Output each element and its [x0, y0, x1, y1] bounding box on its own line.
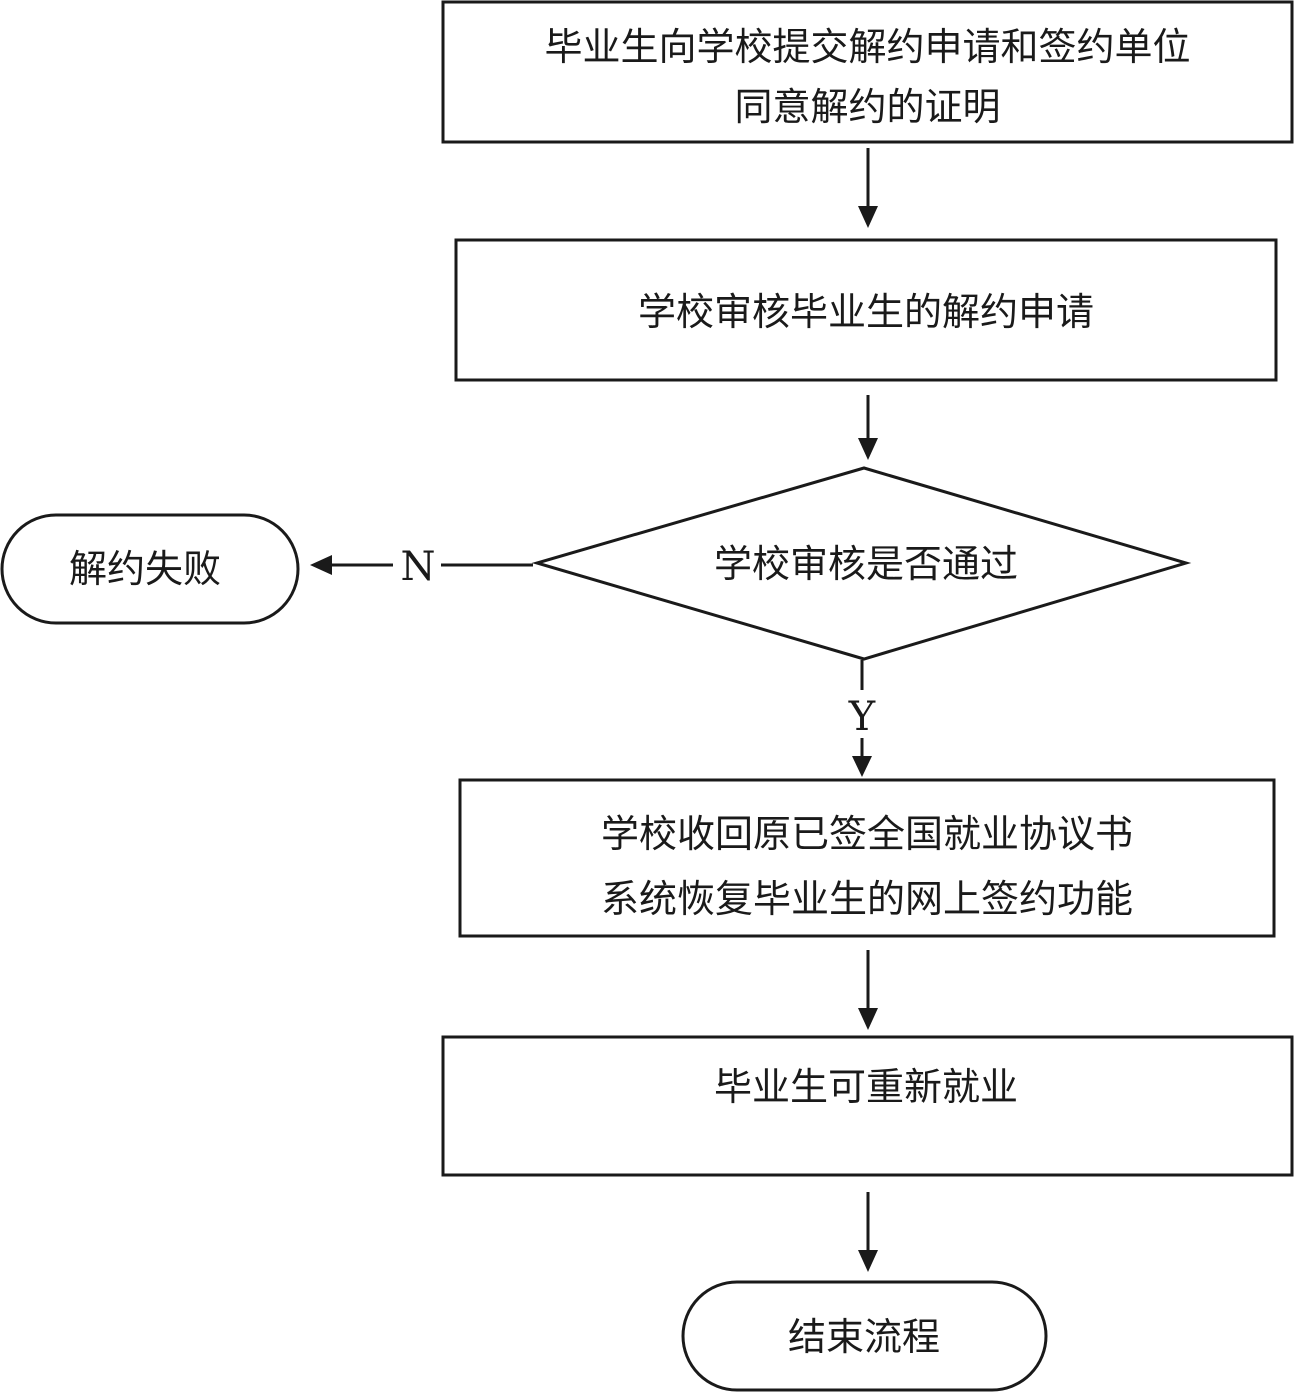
node-submit: 毕业生向学校提交解约申请和签约单位 同意解约的证明	[441, 0, 1294, 144]
edge-submit-to-review	[858, 148, 878, 228]
edge-decision-no: N	[310, 544, 533, 590]
node-fail-label: 解约失败	[69, 547, 221, 591]
edge-decision-yes: Y	[848, 660, 876, 777]
node-decision-label: 学校审核是否通过	[714, 542, 1018, 586]
node-submit-line-2: 同意解约的证明	[734, 85, 1000, 129]
node-decision: 学校审核是否通过	[531, 466, 1192, 661]
node-reemploy: 毕业生可重新就业	[441, 1035, 1294, 1177]
edge-label-no: N	[401, 544, 436, 590]
node-review-label: 学校审核毕业生的解约申请	[638, 290, 1094, 334]
node-submit-line-1: 毕业生向学校提交解约申请和签约单位	[544, 25, 1190, 69]
node-end: 结束流程	[681, 1280, 1048, 1392]
node-fail: 解约失败	[0, 513, 300, 625]
node-end-label: 结束流程	[788, 1315, 940, 1359]
edge-review-to-decision	[858, 395, 878, 460]
node-review: 学校审核毕业生的解约申请	[454, 238, 1278, 382]
edge-label-yes: Y	[848, 694, 876, 740]
edge-reclaim-to-reemploy	[858, 950, 878, 1030]
node-reemploy-label: 毕业生可重新就业	[714, 1065, 1018, 1109]
node-reclaim-line-1: 学校收回原已签全国就业协议书	[601, 812, 1133, 856]
node-reclaim: 学校收回原已签全国就业协议书 系统恢复毕业生的网上签约功能	[458, 778, 1276, 938]
node-reclaim-line-2: 系统恢复毕业生的网上签约功能	[601, 877, 1133, 921]
edge-reemploy-to-end	[858, 1192, 878, 1272]
